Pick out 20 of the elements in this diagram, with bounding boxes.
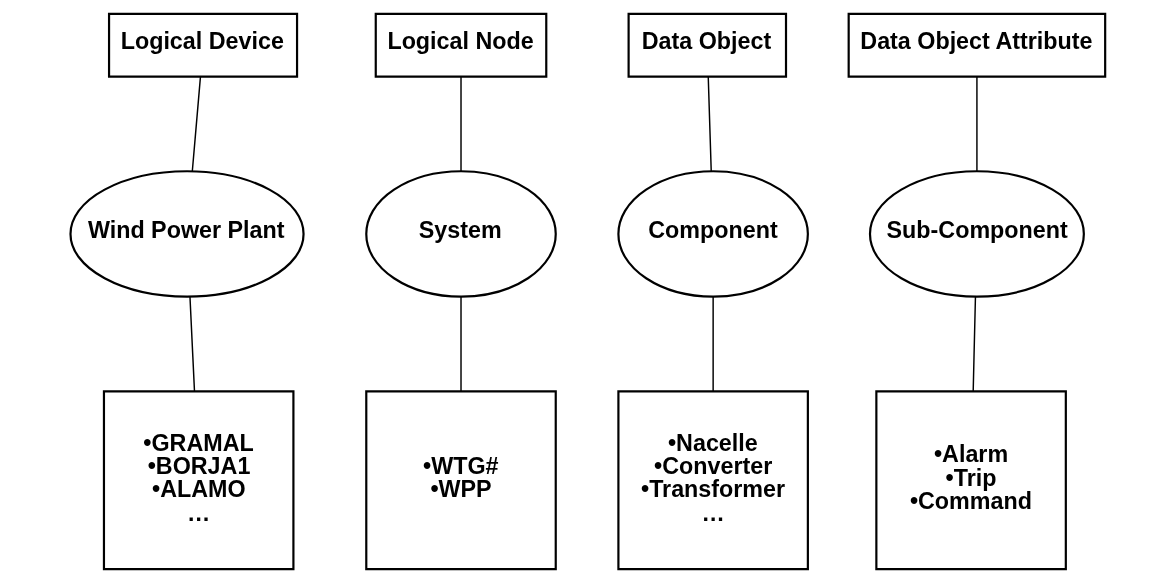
node-ellipse: System [365,170,557,298]
node-ellipse: Sub-Component [868,170,1085,298]
node-box: •Alarm •Trip •Command [875,390,1067,571]
connector [460,296,462,392]
connector [460,76,462,172]
connector [972,296,977,392]
node-box: Data Object [627,12,788,78]
connector [712,296,714,392]
node-box: Data Object Attribute [847,12,1107,78]
connector [976,76,978,172]
connector [191,76,202,172]
node-box: Logical Device [107,12,299,78]
node-ellipse: Component [617,170,809,298]
node-box: •GRAMAL •BORJA1 •ALAMO … [102,390,295,571]
node-box: •Nacelle •Converter •Transformer … [617,390,809,571]
connector [707,76,712,172]
node-box: •WTG# •WPP [365,390,557,571]
connector [189,296,196,392]
node-ellipse: Wind Power Plant [69,170,305,298]
node-box: Logical Node [374,12,548,78]
